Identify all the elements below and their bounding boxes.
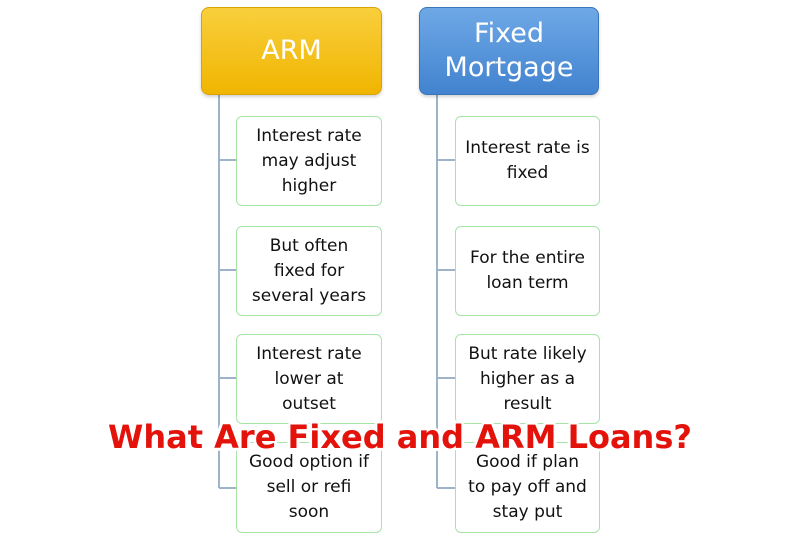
overlay-caption: What Are Fixed and ARM Loans?: [108, 418, 692, 456]
arm-item-3: Interest rate lower at outset: [236, 334, 382, 424]
fixed-item-4: Good if plan to pay off and stay put: [455, 442, 600, 533]
fixed-item-2: For the entire loan term: [455, 226, 600, 316]
fixed-mortgage-header: Fixed Mortgage: [419, 7, 599, 95]
arm-item-1: Interest rate may adjust higher: [236, 116, 382, 206]
arm-item-4: Good option if sell or refi soon: [236, 442, 382, 533]
fixed-item-3: But rate likely higher as a result: [455, 334, 600, 424]
fixed-item-1: Interest rate is fixed: [455, 116, 600, 206]
arm-item-2: But often fixed for several years: [236, 226, 382, 316]
arm-header: ARM: [201, 7, 382, 95]
